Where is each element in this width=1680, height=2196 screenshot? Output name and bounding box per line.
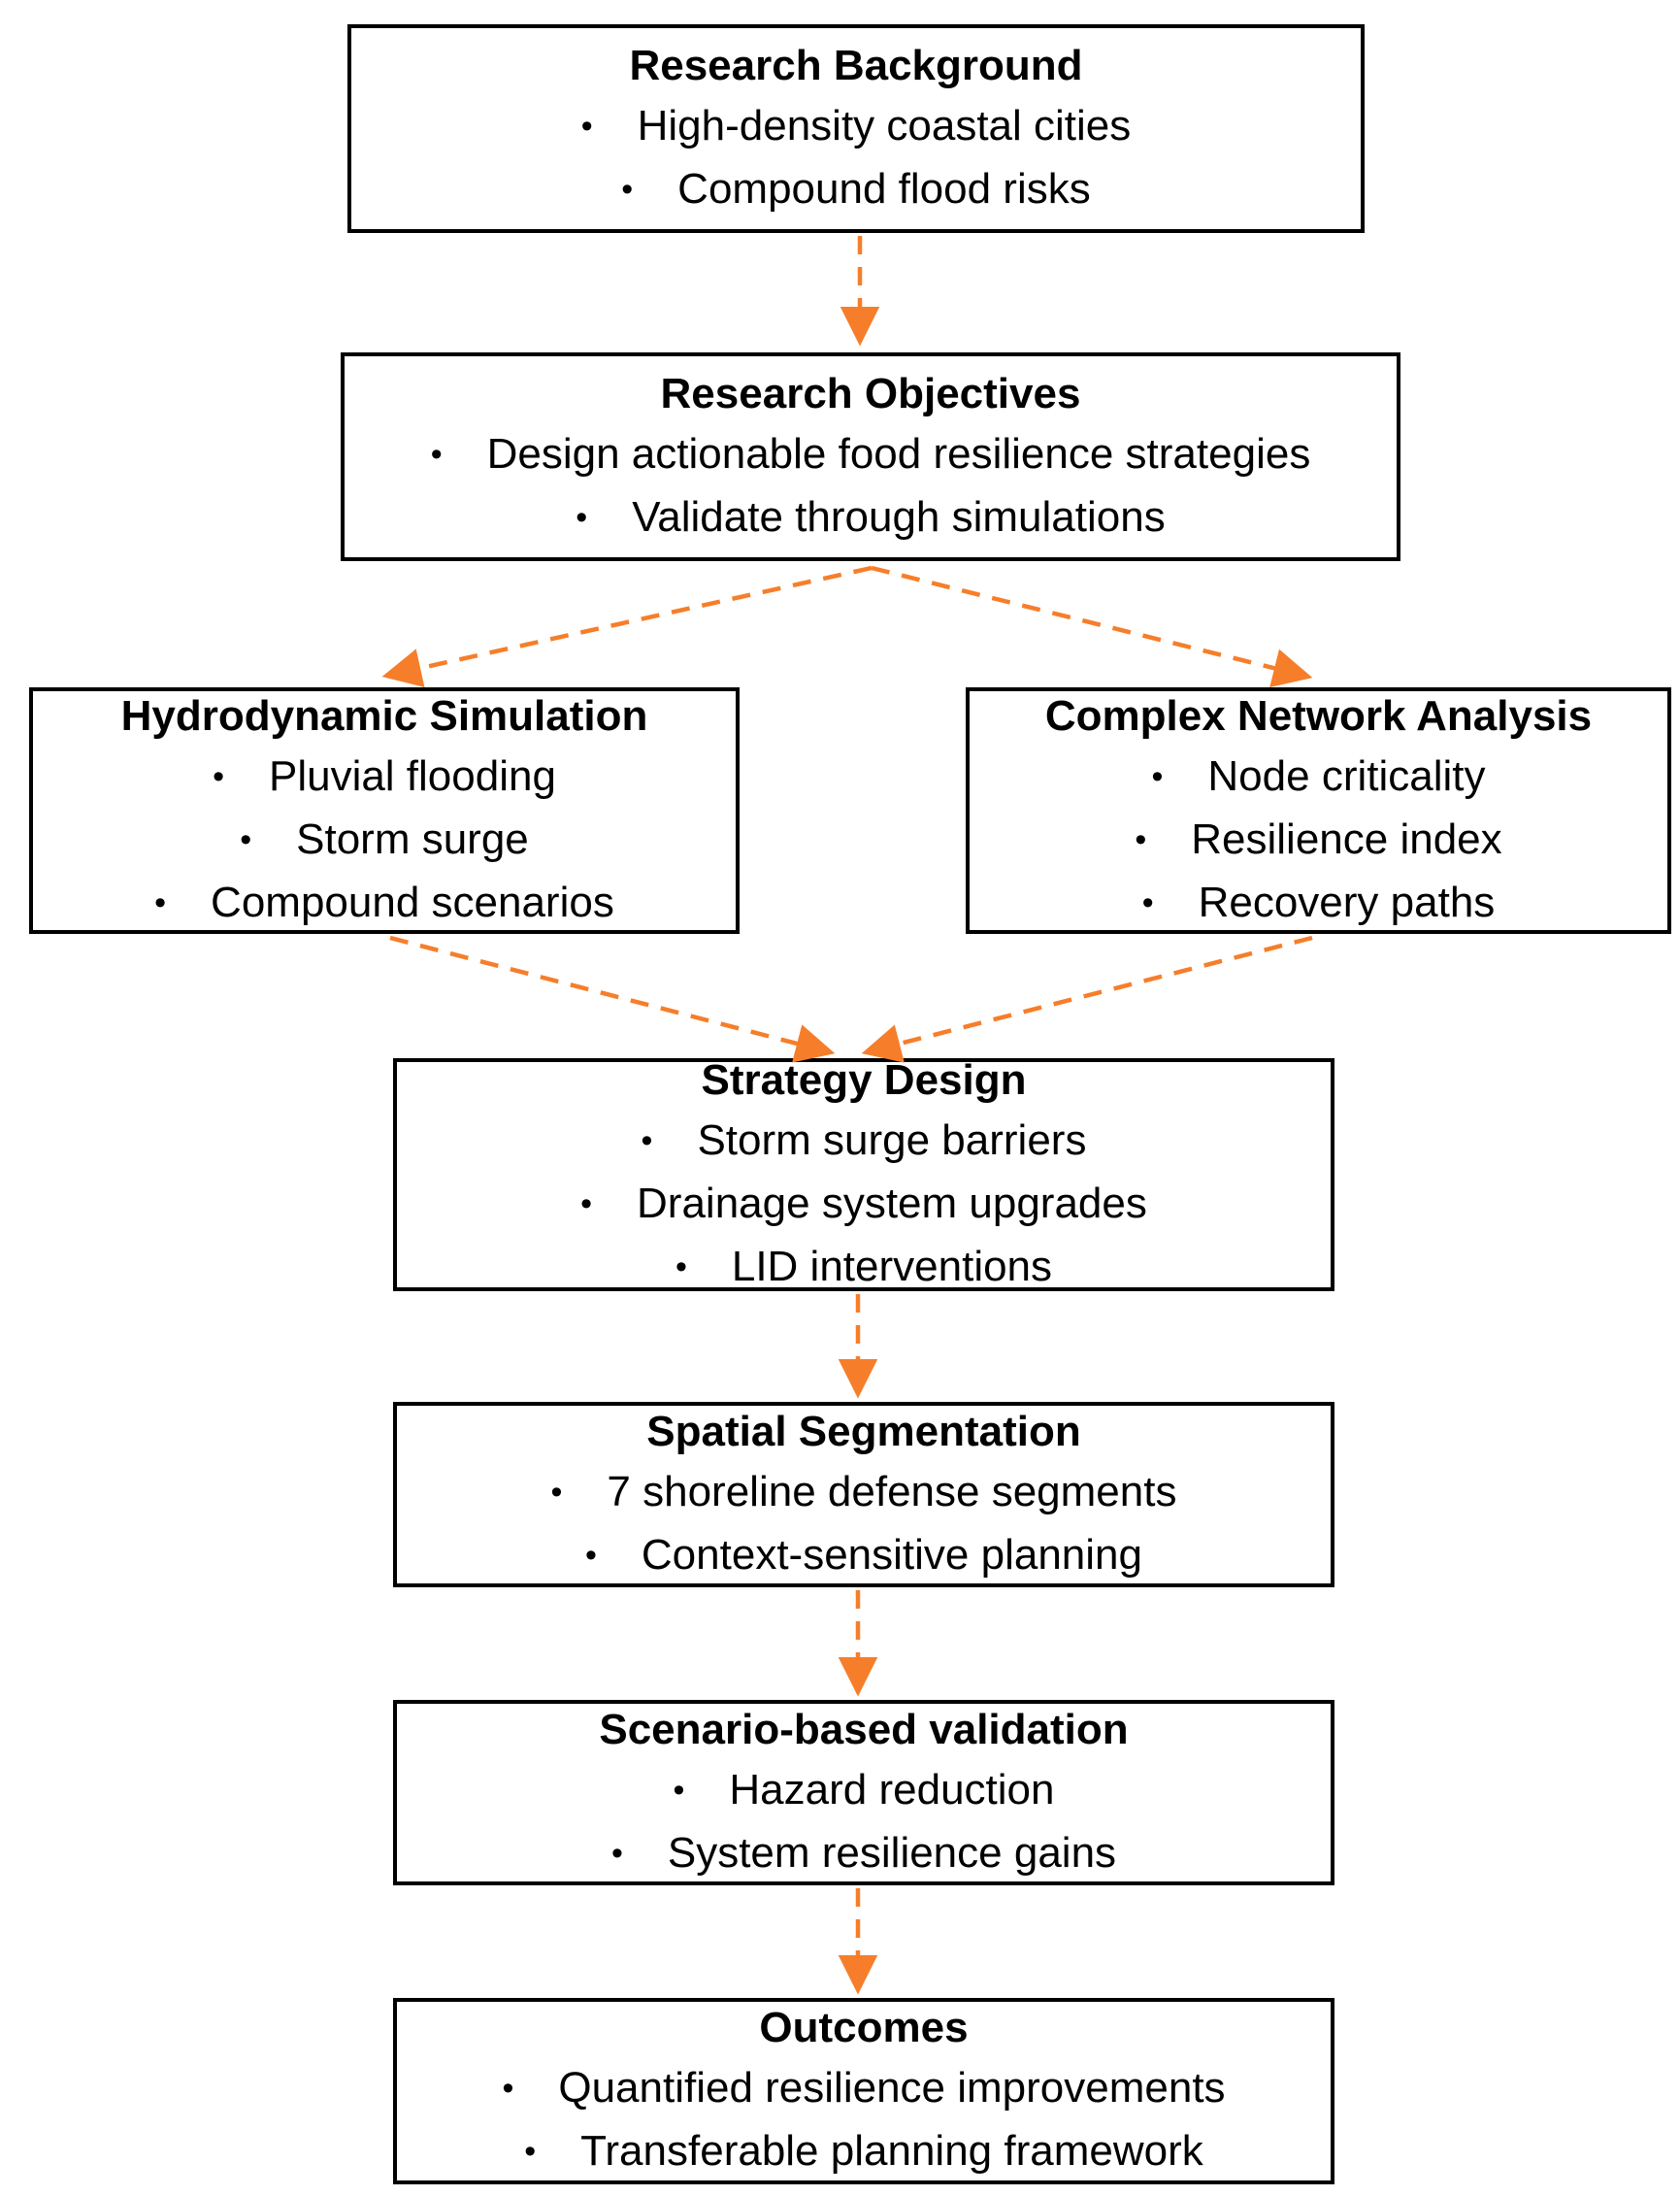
bullet-icon: • xyxy=(610,1834,623,1872)
bullet-item: • Validate through simulations xyxy=(576,487,1165,550)
bullet-icon: • xyxy=(621,170,634,208)
bullet-icon: • xyxy=(240,820,252,858)
bullet-text: Validate through simulations xyxy=(632,492,1166,541)
bullet-item: • Pluvial flooding xyxy=(213,747,556,810)
bullet-icon: • xyxy=(502,2070,514,2107)
bullet-icon: • xyxy=(550,1473,563,1511)
bullet-text: LID interventions xyxy=(731,1242,1053,1290)
bullet-item: • Node criticality xyxy=(1152,747,1486,810)
bullet-text: Node criticality xyxy=(1207,751,1486,800)
bullet-item: • LID interventions xyxy=(675,1237,1052,1300)
bullet-icon: • xyxy=(1135,820,1147,858)
bullet-item: • Storm surge barriers xyxy=(642,1111,1087,1174)
bullet-text: Drainage system upgrades xyxy=(637,1179,1147,1227)
bullet-item: • 7 shoreline defense segments xyxy=(551,1462,1177,1525)
bullet-item: • Design actionable food resilience strat… xyxy=(431,424,1311,487)
arrow-network-to-strategy xyxy=(861,935,1313,1063)
bullet-text: Pluvial flooding xyxy=(268,751,556,800)
node-scenario-based-validation: Scenario-based validation • Hazard reduct… xyxy=(393,1700,1334,1885)
arrow-objectives-to-network xyxy=(871,565,1313,687)
bullet-item: • Storm surge xyxy=(240,810,529,873)
bullet-text: Compound scenarios xyxy=(211,878,614,926)
node-research-objectives: Research Objectives • Design actionable f… xyxy=(341,352,1400,561)
bullet-item: • Hazard reduction xyxy=(674,1760,1055,1823)
node-outcomes: Outcomes • Quantified resilience improvem… xyxy=(393,1998,1334,2184)
bullet-icon: • xyxy=(673,1771,685,1809)
bullet-text: Design actionable food resilience strate… xyxy=(486,429,1311,478)
bullet-text: Storm surge barriers xyxy=(697,1115,1087,1164)
bullet-item: • Transferable planning framework xyxy=(524,2121,1202,2184)
bullet-item: • High-density coastal cities xyxy=(581,96,1132,159)
bullet-text: 7 shoreline defense segments xyxy=(607,1467,1177,1515)
bullet-item: • Quantified resilience improvements xyxy=(502,2058,1225,2121)
bullet-icon: • xyxy=(213,757,224,795)
node-title: Research Objectives xyxy=(660,369,1081,417)
node-hydrodynamic-simulation: Hydrodynamic Simulation • Pluvial floodin… xyxy=(29,687,740,934)
arrow-objectives-to-hydrodynamic xyxy=(381,565,873,687)
bullet-text: Recovery paths xyxy=(1198,878,1496,926)
bullet-icon: • xyxy=(154,883,167,921)
bullet-item: • Compound flood risks xyxy=(621,159,1090,222)
bullet-icon: • xyxy=(585,1536,597,1574)
node-strategy-design: Strategy Design • Storm surge barriers • D… xyxy=(393,1056,1334,1291)
node-title: Strategy Design xyxy=(701,1055,1027,1104)
bullet-text: Hazard reduction xyxy=(729,1765,1055,1813)
arrow-hydrodynamic-to-strategy xyxy=(389,935,836,1063)
node-title: Spatial Segmentation xyxy=(646,1407,1081,1455)
node-title: Hydrodynamic Simulation xyxy=(120,691,648,740)
node-title: Research Background xyxy=(629,41,1083,89)
bullet-icon: • xyxy=(580,1184,593,1222)
bullet-item: • Compound scenarios xyxy=(154,873,614,936)
node-complex-network-analysis: Complex Network Analysis • Node criticali… xyxy=(966,687,1671,934)
bullet-text: High-density coastal cities xyxy=(637,101,1132,150)
bullet-text: Context-sensitive planning xyxy=(641,1530,1142,1579)
bullet-text: Resilience index xyxy=(1191,815,1502,863)
bullet-text: System resilience gains xyxy=(667,1828,1117,1877)
node-spatial-segmentation: Spatial Segmentation • 7 shoreline defens… xyxy=(393,1402,1334,1587)
node-research-background: Research Background •High-density coasta… xyxy=(347,24,1365,233)
bullet-item: • Resilience index xyxy=(1135,810,1501,873)
bullet-item: • Recovery paths xyxy=(1142,873,1496,936)
node-title: Scenario-based validation xyxy=(599,1705,1129,1753)
bullet-icon: • xyxy=(580,107,593,145)
bullet-icon: • xyxy=(1151,757,1164,795)
bullet-item: • Context-sensitive planning xyxy=(585,1525,1142,1588)
node-title: Complex Network Analysis xyxy=(1044,691,1593,740)
bullet-item: • Drainage system upgrades xyxy=(580,1174,1147,1237)
bullet-icon: • xyxy=(675,1248,687,1285)
bullet-icon: • xyxy=(430,435,443,473)
node-title: Outcomes xyxy=(759,2004,969,2051)
bullet-text: Storm surge xyxy=(296,815,529,863)
bullet-icon: • xyxy=(641,1121,653,1159)
bullet-text: Compound flood risks xyxy=(677,164,1091,213)
bullet-text: Transferable planning framework xyxy=(580,2127,1203,2175)
bullet-item: • System resilience gains xyxy=(611,1823,1116,1886)
bullet-icon: • xyxy=(576,498,588,536)
bullet-text: Quantified resilience improvements xyxy=(558,2064,1226,2112)
bullet-icon: • xyxy=(524,2133,537,2170)
bullet-icon: • xyxy=(1141,883,1154,921)
